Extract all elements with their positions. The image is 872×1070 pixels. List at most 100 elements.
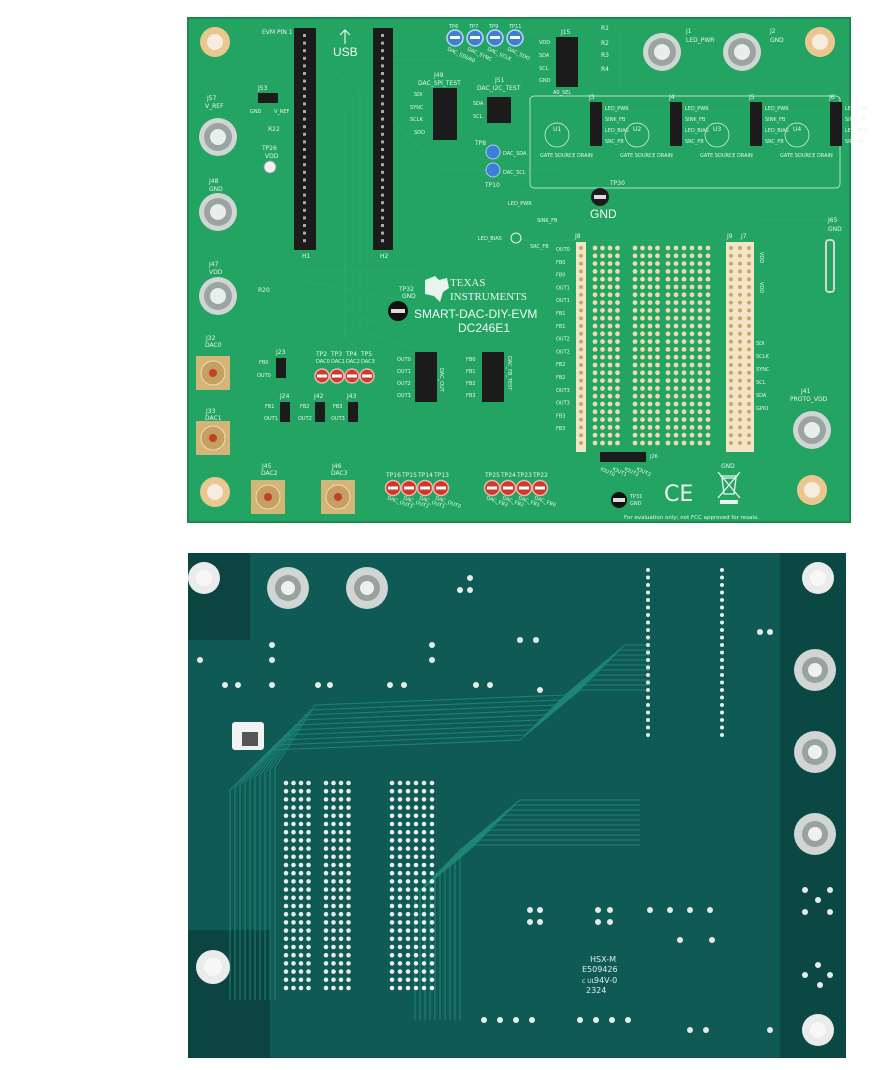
j51-header[interactable] (487, 97, 511, 123)
channel-header-j5[interactable] (750, 102, 762, 146)
j15-header[interactable] (556, 37, 578, 87)
j49-header[interactable] (433, 88, 457, 140)
via-pad (421, 797, 427, 802)
via-pad (291, 838, 296, 843)
via-pad (283, 903, 289, 909)
via-pad (338, 977, 344, 983)
bottom-trace (269, 649, 650, 1000)
header-pad (729, 308, 733, 313)
via-pad (338, 862, 344, 868)
pin (303, 170, 306, 174)
proto-pad (615, 323, 620, 329)
proto-pad (592, 425, 598, 430)
proto-pad (647, 261, 653, 266)
via-pad (421, 821, 427, 827)
via-pad (397, 829, 403, 835)
j65-gnd-loop[interactable] (825, 239, 835, 293)
via-pad (397, 854, 403, 860)
prototype-area (576, 242, 754, 452)
channel-pin: LED_BIAS (765, 128, 789, 134)
tp-signal: DAC1 (331, 359, 345, 365)
j43-jumper[interactable] (348, 402, 358, 422)
tp8-test-point[interactable] (485, 144, 501, 160)
proto-pad (632, 253, 638, 259)
bottom-trace (244, 674, 650, 1000)
transistor-pins: GATE SOURCE DRAIN (780, 153, 833, 159)
proto-pad (681, 261, 687, 266)
via-pad (346, 944, 351, 950)
proto-pad (607, 292, 613, 298)
header-pad (747, 339, 751, 344)
via-pad (687, 907, 693, 913)
via-pad (338, 829, 344, 835)
j48-sub: GND (209, 186, 223, 193)
bottom-trace (229, 689, 650, 1000)
jumper-pin: OUT0 (257, 373, 271, 379)
via-pad (298, 780, 304, 786)
proto-pad (673, 261, 679, 266)
proto-pad (673, 245, 679, 251)
proto-pad (640, 308, 645, 313)
dac-out-header[interactable] (415, 352, 437, 402)
header-pad (729, 441, 733, 445)
proto-pad (705, 417, 711, 422)
via-pad (298, 936, 304, 942)
channel-header-j3[interactable] (590, 102, 602, 146)
header-h1[interactable] (294, 28, 316, 250)
via-pad (429, 952, 435, 958)
proto-pad (600, 261, 605, 266)
via-pad (481, 1017, 487, 1023)
test-point-loop (420, 486, 430, 490)
via-pad (323, 870, 329, 876)
via-pad (331, 887, 336, 892)
channel-header-j4[interactable] (670, 102, 682, 146)
pin (381, 110, 384, 113)
header-pad (738, 253, 742, 258)
channel-pin: LED_PWR (765, 106, 789, 112)
top-board: EVM PIN 1 H1 H2 USB TP6DAC_SDI/A0TP7DAC_… (187, 17, 869, 523)
dac-fb-pin: FB1 (466, 369, 476, 375)
via-pad (283, 821, 289, 827)
j26-header[interactable] (600, 452, 646, 462)
via-pad (389, 813, 395, 819)
via-pad (338, 911, 344, 917)
header-pad (738, 370, 742, 375)
j23-jumper[interactable] (276, 358, 286, 378)
proto-pad (607, 323, 613, 329)
tp-label: TP22 (532, 472, 548, 479)
via-pad (291, 780, 296, 786)
proto-pad (697, 284, 703, 290)
r22-label: R22 (268, 126, 280, 133)
proto-pad (615, 401, 620, 407)
proto-pad (697, 425, 703, 430)
proto-left-label: FB0 (556, 260, 566, 266)
j53-jumper[interactable] (258, 93, 278, 103)
proto-pad (632, 378, 638, 383)
channel-header-j6[interactable] (830, 102, 842, 146)
proto-pad (697, 370, 703, 376)
proto-pad (655, 347, 660, 352)
via-pad (323, 829, 329, 835)
test-point-loop (332, 374, 342, 378)
tp26-white-test-point[interactable] (263, 160, 277, 174)
header-h2[interactable] (373, 28, 393, 250)
via-pad (346, 895, 351, 901)
via-pad (397, 838, 403, 843)
j42-jumper[interactable] (315, 402, 325, 422)
via-pad (513, 1017, 519, 1023)
header-pad (579, 308, 583, 313)
via-pad (331, 821, 336, 827)
pin (381, 56, 384, 60)
tp10-test-point[interactable] (485, 162, 501, 178)
proto-pad (592, 432, 598, 438)
via-pad (283, 911, 289, 917)
via-pad (306, 952, 311, 958)
dac-fb-header[interactable] (482, 352, 504, 402)
via-pad (291, 944, 296, 950)
j24-jumper[interactable] (280, 402, 290, 422)
via-pad (298, 870, 304, 876)
bottom-trace (424, 834, 640, 1020)
proto-pad (647, 417, 653, 422)
via-pad (298, 911, 304, 917)
via-pad (421, 969, 427, 974)
